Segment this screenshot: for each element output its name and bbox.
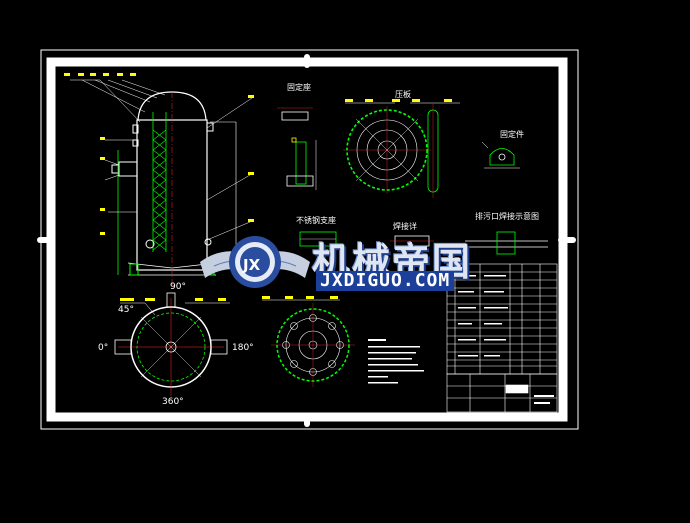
fixing-seat-detail: [277, 107, 317, 190]
vessel-elevation: [70, 79, 253, 285]
view-title-pressure-plate: 压板: [395, 89, 411, 99]
flange-plate-view: [262, 299, 355, 387]
angle-label-plan-right: 180°: [232, 343, 254, 353]
view-title-stainless-support: 不锈钢支座: [296, 215, 336, 225]
weld-detail: [390, 235, 434, 247]
watermark-badge-text: JX: [242, 256, 261, 274]
fixing-piece-detail: [481, 141, 520, 169]
vessel-plan-view: [114, 292, 230, 396]
view-title-fixing-seat: 固定座: [287, 82, 311, 92]
title-block: [446, 373, 558, 413]
anchor-schematic: [465, 231, 548, 255]
pressure-plate-view: [343, 102, 460, 198]
pressure-plate-tags: [345, 99, 452, 102]
angle-label-plan-topleft: 45°: [118, 305, 134, 315]
stainless-support-detail: [299, 231, 337, 247]
angle-label-main-top: 90°: [170, 282, 186, 292]
watermark-badge: [200, 236, 310, 288]
plan-view-tags: [120, 298, 226, 301]
inner-frame: [46, 57, 568, 422]
view-title-anchor-hole: 排污口焊接示意图: [475, 211, 539, 221]
view-title-weld-detail: 焊接详: [393, 221, 417, 231]
technical-notes: [368, 339, 424, 384]
angle-label-plan-left: 0°: [98, 343, 108, 353]
centering-marks: [37, 54, 576, 427]
angle-label-plan-bottom: 360°: [162, 397, 184, 407]
vessel-callouts: [64, 73, 254, 235]
flange-plate-tags: [262, 296, 338, 299]
view-title-fixing-piece: 固定件: [500, 129, 524, 139]
watermark-latin: JXDIGUO.COM: [316, 271, 455, 291]
parts-list: [446, 263, 558, 375]
parts-list-entries: [458, 275, 508, 357]
